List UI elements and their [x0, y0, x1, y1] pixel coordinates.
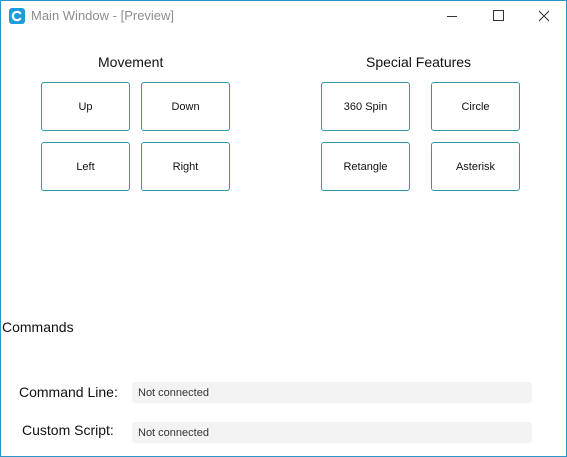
up-button[interactable]: Up	[41, 82, 130, 131]
custom-script-label: Custom Script:	[22, 422, 114, 438]
asterisk-button[interactable]: Asterisk	[431, 142, 520, 191]
special-features-title: Special Features	[366, 54, 472, 70]
title-bar[interactable]: Main Window - [Preview]	[1, 1, 566, 31]
app-logo-icon	[9, 8, 25, 24]
rectangle-button[interactable]: Retangle	[321, 142, 410, 191]
close-icon	[538, 10, 550, 22]
command-line-label: Command Line:	[19, 384, 118, 400]
command-line-field[interactable]	[132, 382, 532, 403]
minimize-icon	[447, 16, 457, 17]
minimize-button[interactable]	[429, 1, 475, 31]
circle-button[interactable]: Circle	[431, 82, 520, 131]
right-button[interactable]: Right	[141, 142, 230, 191]
commands-title: Commands	[2, 319, 74, 335]
movement-title: Movement	[98, 54, 164, 70]
custom-script-field[interactable]	[132, 422, 532, 443]
maximize-icon	[493, 10, 504, 21]
spin-360-button[interactable]: 360 Spin	[321, 82, 410, 131]
maximize-button[interactable]	[475, 1, 521, 31]
left-button[interactable]: Left	[41, 142, 130, 191]
down-button[interactable]: Down	[141, 82, 230, 131]
close-button[interactable]	[521, 1, 567, 31]
window-title: Main Window - [Preview]	[31, 8, 175, 23]
